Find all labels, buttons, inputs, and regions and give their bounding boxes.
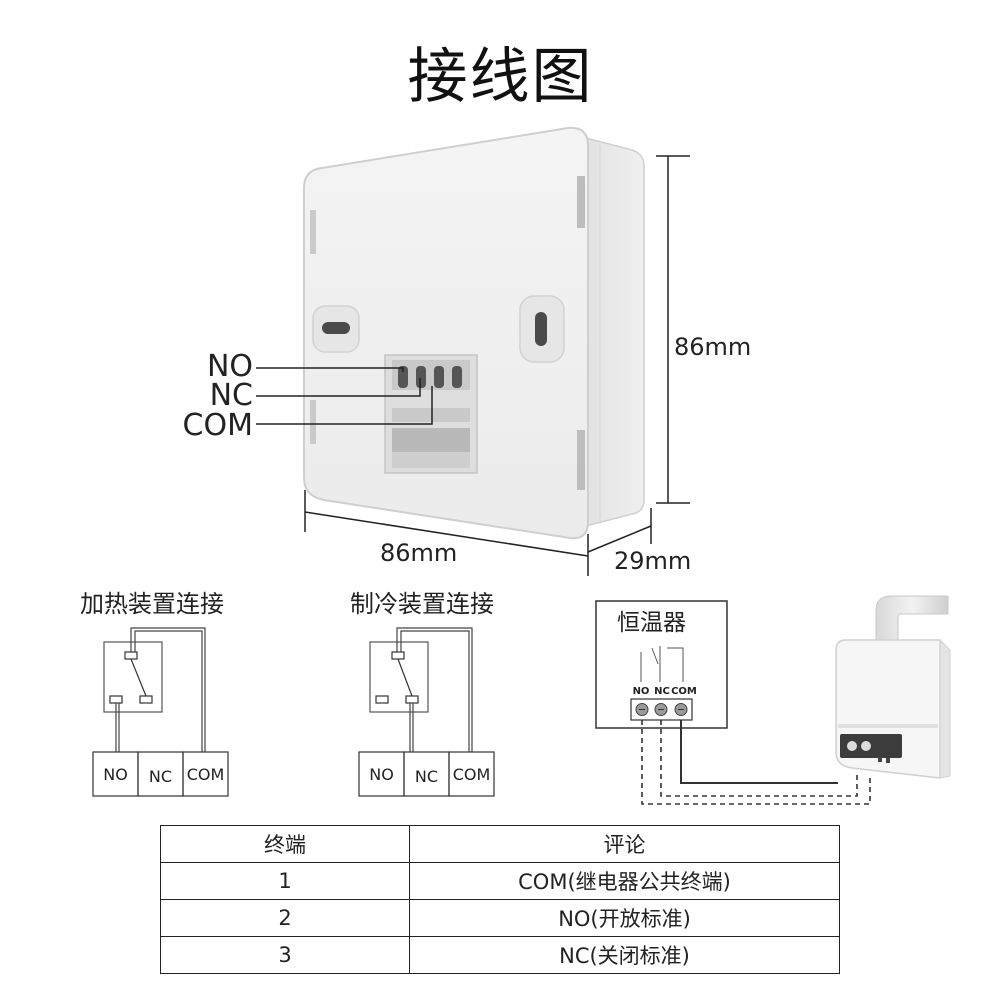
dimension-lines (304, 155, 690, 576)
terminal-cell: 3 (160, 936, 410, 974)
terminal-cell: 2 (160, 899, 410, 937)
comment-cell: COM(继电器公共终端) (409, 862, 840, 900)
table-row: 3 NC(关闭标准) (160, 936, 840, 974)
depth-dimension: 29mm (614, 547, 691, 575)
callout-no: NO (207, 349, 253, 384)
comment-cell: NO(开放标准) (409, 899, 840, 937)
height-dimension: 86mm (674, 333, 751, 361)
table-header-row: 终端 评论 (160, 825, 840, 863)
panel-label-nc: NC (654, 686, 670, 697)
thermostat-caption: 恒温器 (617, 610, 686, 636)
heating-terminal-nc: NC (149, 767, 172, 786)
cooling-wiring: 制冷装置连接 NO NC COM (350, 590, 495, 797)
panel-label-com: COM (671, 686, 697, 697)
table-row: 2 NO(开放标准) (160, 899, 840, 937)
table-row: 1 COM(继电器公共终端) (160, 862, 840, 900)
callout-nc: NC (210, 378, 253, 413)
header-terminal: 终端 (160, 825, 410, 863)
terminal-cell: 1 (160, 862, 410, 900)
heating-terminal-no: NO (103, 765, 128, 784)
cooling-terminal-com: COM (453, 765, 491, 784)
thermostat-box (303, 126, 645, 540)
comment-cell: NC(关闭标准) (409, 936, 840, 974)
width-dimension: 86mm (380, 539, 457, 567)
cooling-caption: 制冷装置连接 (350, 590, 494, 618)
cooling-terminal-nc: NC (415, 767, 438, 786)
cooling-terminal-no: NO (369, 765, 394, 784)
terminal-table: 终端 评论 1 COM(继电器公共终端) 2 NO(开放标准) 3 NC(关闭标… (160, 825, 840, 974)
heating-terminal-com: COM (187, 765, 225, 784)
box-side (585, 137, 645, 527)
header-comment: 评论 (409, 825, 840, 863)
boiler-illustration (835, 595, 951, 779)
box-face (303, 126, 589, 540)
callout-com: COM (183, 408, 253, 443)
heating-caption: 加热装置连接 (80, 590, 224, 618)
page-title: 接线图 (407, 42, 594, 112)
panel-label-no: NO (633, 686, 650, 697)
terminal-callouts: NO NC COM (183, 349, 433, 443)
heating-wiring: 加热装置连接 NO NC COM (80, 590, 229, 797)
boiler-wiring: 恒温器 NO NC COM (595, 595, 951, 805)
